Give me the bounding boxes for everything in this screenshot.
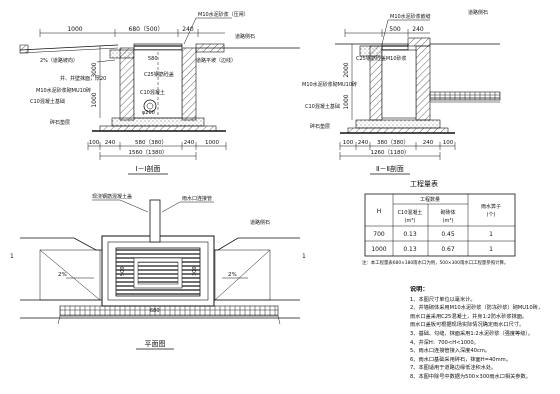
dim-1000-left: 1000 <box>91 92 98 107</box>
dim-1000-top: 1000 <box>67 26 82 33</box>
label-580: 580 <box>148 56 158 62</box>
plan-section-mark-left: 1 <box>10 253 14 260</box>
s2-dim-100a: 100 <box>343 140 354 146</box>
label-m10-compact: M10水泥砂浆（压闸） <box>198 11 249 18</box>
note-item: 7、本图适用于道路边缘低洼积水处。 <box>410 365 497 372</box>
note-item: 3、基础、勾缝、抹面采用1:2水泥砂浆（强度等级）。 <box>410 330 534 337</box>
plan-road-edge <box>57 315 281 325</box>
section1-c10-base <box>111 117 205 127</box>
plan-dim-500: 500 <box>120 266 126 276</box>
dim-680-top: 680（500） <box>129 26 164 33</box>
notes-block: 说明： 1、本图尺寸单位以毫米计。 2、井墙砌体采用M10水泥砂浆（防冻砂浆）砌… <box>410 286 558 382</box>
dim-total: 1560（1380） <box>129 149 168 156</box>
s2-dim-240: 240 <box>412 26 424 33</box>
s2-label-mortar: M10水泥砂浆砌MU10砖 <box>302 81 357 88</box>
plan-label-road: 道路侧石 <box>250 219 270 226</box>
label-c10-base: C10混凝土基础 <box>30 98 65 105</box>
table-col-c10: C10混凝土 <box>398 209 423 216</box>
table-col-brick-unit: (m³) <box>443 218 454 224</box>
dim-1000-bottom: 1000 <box>205 140 219 146</box>
section1-right-wall <box>181 47 197 121</box>
s2-dim-1000: 1000 <box>343 94 350 109</box>
label-plaster: 井、井壁抹面，厚20 <box>60 75 106 82</box>
note-item: 2、井墙砌体采用M10水泥砂浆（防冻砂浆）砌MU10砖， <box>410 305 544 312</box>
table-row-2-h: 1000 <box>371 246 386 253</box>
table-row-1-brick: 0.45 <box>441 231 455 238</box>
note-item: 6、雨水口基础采用碎石，抹面H=40mm。 <box>410 356 511 363</box>
s2-label-c25: C25钢筋砼盖M10砂浆 <box>356 55 407 62</box>
table-group-header: 工程数量 <box>420 196 440 203</box>
section1-left-wall <box>119 47 135 121</box>
table-row-2-grate: 1 <box>489 246 493 253</box>
quantity-table: 工程量表 H 工程数量 C10混凝土 (m³) 砌砖体 (m³) 雨水箅子 (个… <box>362 179 516 266</box>
plan-label-cast: 现浇钢筋混凝土盖 <box>92 193 132 200</box>
dim-100-bottom: 100 <box>89 140 100 146</box>
dim-240-top: 240 <box>182 26 194 33</box>
dim-240-bottom-a: 240 <box>105 140 116 146</box>
section-1-title: Ⅰ－Ⅰ剖面 <box>135 164 160 173</box>
s2-label-c10-base: C10混凝土基础 <box>305 103 340 110</box>
table-h-col: H <box>377 208 382 215</box>
dim-240-bottom-b: 240 <box>184 140 195 146</box>
table-row-2-c10: 0.13 <box>403 246 417 253</box>
table-title: 工程量表 <box>410 179 438 188</box>
plan-title: 平面图 <box>145 340 166 348</box>
note-item: 雨水口盖板可根据现场实际情况确定雨水口尺寸。 <box>410 322 525 329</box>
s2-label-gravel: 碎石垫层 <box>310 123 330 130</box>
table-col-brick: 砌砖体 <box>440 209 455 216</box>
section-2-2: 500 240 2000 1000 M10水泥砂浆嵌缝 道路侧石 C25钢筋砼盖… <box>302 9 501 175</box>
section1-grate <box>133 43 183 51</box>
plan-dim-300: 300 <box>192 266 198 276</box>
s2-label-m10: M10水泥砂浆嵌缝 <box>390 13 431 20</box>
note-item: 4、井深H：700<H<1000。 <box>410 339 479 346</box>
note-item: 8、本图中除号中数据为500×300雨水口相关参数。 <box>410 373 531 380</box>
label-road-curb: 道路侧石 <box>235 33 255 40</box>
label-c25-cap: C25钢筋砼盖 <box>144 71 174 78</box>
label-pipe-dia: φ200 <box>142 110 155 116</box>
plan-section-mark-right: 1 <box>302 253 306 260</box>
notes-title: 说明： <box>410 286 429 293</box>
section-1-1: 1000 680（500） 240 3000 1000 <box>19 11 300 175</box>
section-2-title: Ⅱ－Ⅱ剖面 <box>376 164 404 173</box>
table-row-2-brick: 0.67 <box>441 246 455 253</box>
plan-dim-680: 680 <box>150 308 160 314</box>
table-row-1-c10: 0.13 <box>403 231 417 238</box>
plan-curb <box>59 305 279 317</box>
note-item: 1、本图尺寸单位以毫米计。 <box>410 296 476 303</box>
table-note: 注：本工程量表680×380雨水口为例，500×300雨水口工程量参照计算。 <box>362 259 508 266</box>
label-c10-fill: C10混凝土 <box>140 89 165 96</box>
table-col-grate-unit: (个) <box>487 212 496 218</box>
s2-dim-500: 500 <box>389 26 401 33</box>
label-road-edge: 道路平坡（边线） <box>196 57 236 64</box>
plan-view: 现浇钢筋混凝土盖 雨水口连接管 道路侧石 2% 2% 1 1 500 300 6… <box>10 193 306 350</box>
label-slope: 2%（道路坡向） <box>40 57 78 64</box>
plan-slope-right: 2% <box>228 272 237 278</box>
label-gravel: 碎石垫层 <box>50 119 70 126</box>
label-brick-mortar: M10水泥砂浆砌MU10砖 <box>36 87 91 94</box>
s2-dim-total: 1260（1180） <box>371 149 410 156</box>
plan-pipe <box>149 199 161 243</box>
plan-label-pipe: 雨水口连接管 <box>182 195 212 202</box>
table-row-1-grate: 1 <box>489 231 493 238</box>
s2-dim-380: 380（380） <box>377 139 409 146</box>
s2-label-road: 道路侧石 <box>468 9 488 16</box>
s2-dim-100b: 100 <box>443 140 454 146</box>
s2-dim-240a: 240 <box>358 140 369 146</box>
outlet-pipe <box>143 99 157 113</box>
dim-580-bottom: 580（380） <box>135 139 167 146</box>
dim-3000-left: 3000 <box>91 62 98 77</box>
note-item: 5、雨水口连接管接入深度40cm。 <box>410 348 491 355</box>
section2-right-wall <box>415 45 431 121</box>
note-item: 雨水口盖采用C25混凝土，井身1:2防水砂浆抹面。 <box>410 313 528 320</box>
table-row-1-h: 700 <box>373 231 385 238</box>
s2-dim-2000: 2000 <box>343 62 350 77</box>
plan-slope-left: 2% <box>58 272 67 278</box>
table-col-c10-unit: (m³) <box>405 218 416 224</box>
s2-dim-240b: 240 <box>423 140 434 146</box>
table-col-grate: 雨水箅子 <box>481 203 501 210</box>
